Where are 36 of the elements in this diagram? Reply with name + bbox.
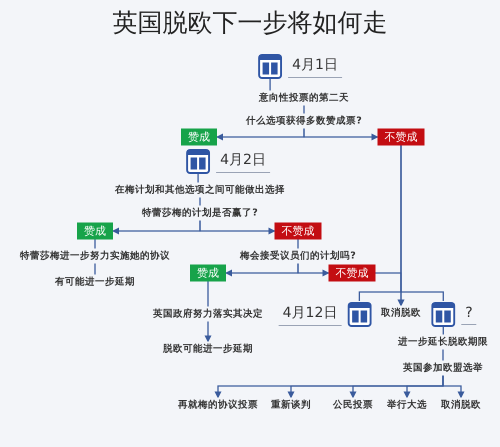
connector-line xyxy=(94,264,96,274)
arrow xyxy=(303,128,378,140)
arrow xyxy=(199,220,276,234)
arrow xyxy=(376,272,404,306)
decision-box: 赞成 xyxy=(77,222,113,240)
decision-box: 赞成 xyxy=(190,264,226,282)
decision-box: 赞成 xyxy=(181,128,217,146)
arrow xyxy=(297,264,330,276)
decision-box: 不赞成 xyxy=(274,222,322,240)
step-text: 特蕾莎梅进一步努力实施她的协议 xyxy=(19,248,171,264)
title: 英国脱欧下一步将如何走 xyxy=(112,7,388,39)
connector-line xyxy=(442,327,444,334)
step-text: 再就梅的协议投票 xyxy=(177,398,259,412)
date-label: ? xyxy=(461,303,477,325)
step-text: 有可能进一步延期 xyxy=(54,274,136,290)
connector-line xyxy=(400,146,444,301)
connector-line xyxy=(442,350,444,360)
decision-box: 不赞成 xyxy=(328,264,376,282)
date-label: 4月1日 xyxy=(288,54,342,78)
date-label: 4月12日 xyxy=(278,302,342,326)
step-text: 英国政府努力落实其决定 xyxy=(152,306,264,322)
connector-line xyxy=(207,282,209,306)
date-label: 4月2日 xyxy=(216,149,270,173)
step-text: 公民投票 xyxy=(332,398,374,412)
arrow xyxy=(204,322,212,342)
connector-line xyxy=(269,79,271,90)
step-text: 什么选项获得多数赞成票? xyxy=(245,114,363,128)
decision-box: 不赞成 xyxy=(378,128,424,146)
step-text: 英国参加欧盟选举 xyxy=(402,360,484,376)
step-text: 特蕾莎梅的计划是否赢了? xyxy=(141,206,259,220)
step-text: 在梅计划和其他选项之间可能做出选择 xyxy=(114,182,286,198)
step-text: 脱欧可能进一步延期 xyxy=(162,342,254,356)
step-text: 梅会接受议员们的计划吗? xyxy=(239,248,357,264)
step-text: 重新谈判 xyxy=(270,398,312,412)
arrow xyxy=(442,376,464,398)
step-text: 进一步延长脱欧期限 xyxy=(397,334,489,350)
